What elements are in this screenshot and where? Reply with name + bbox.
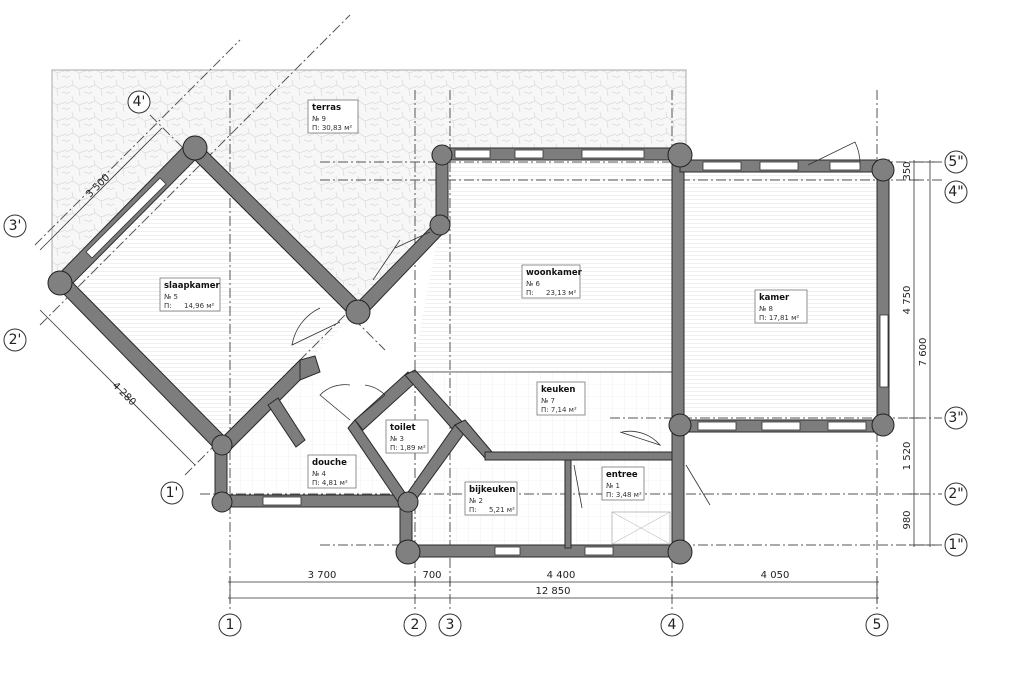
svg-text:toilet: toilet (390, 423, 416, 433)
dim-right-3: 1 520 (902, 442, 913, 471)
axis-bubble-3p: 3' (3, 214, 27, 238)
column (667, 142, 693, 168)
dim-bottom-2: 700 (422, 570, 441, 581)
dim-bottom-total: 12 850 (536, 586, 571, 597)
axis-bubble-4: 4 (660, 613, 684, 637)
svg-text:2": 2" (948, 486, 963, 502)
label-keuken: keuken № 7 П: 7,14 м² (536, 381, 586, 416)
label-terras: terras № 9 П: 30,83 м² (307, 99, 359, 134)
svg-text:П: 17,81 м²: П: 17,81 м² (759, 314, 799, 322)
svg-text:№ 2: № 2 (469, 497, 483, 505)
svg-text:4: 4 (668, 617, 677, 633)
svg-text:5: 5 (873, 617, 882, 633)
axis-bubble-5: 5 (865, 613, 889, 637)
svg-text:№ 7: № 7 (541, 397, 555, 405)
svg-text:douche: douche (312, 458, 347, 468)
svg-text:bijkeuken: bijkeuken (469, 485, 515, 495)
svg-text:entree: entree (606, 470, 638, 480)
label-kamer: kamer № 8 П: 17,81 м² (754, 289, 808, 324)
svg-text:5": 5" (948, 154, 963, 170)
svg-text:П: 3,48 м²: П: 3,48 м² (606, 491, 642, 499)
axis-bubble-3: 3 (438, 613, 462, 637)
column (871, 413, 895, 437)
axis-bubble-1: 1 (218, 613, 242, 637)
column (182, 135, 208, 161)
dim-bottom-3: 4 400 (547, 570, 576, 581)
label-slaapkamer: slaapkamer № 5 П: 14,96 м² (159, 277, 221, 312)
svg-text:slaapkamer: slaapkamer (164, 281, 221, 291)
svg-text:П:: П: (526, 289, 534, 297)
svg-text:1: 1 (226, 617, 235, 633)
svg-text:23,13 м²: 23,13 м² (546, 289, 577, 297)
axis-bubble-2: 2 (403, 613, 427, 637)
svg-text:№ 9: № 9 (312, 115, 326, 123)
svg-text:№ 6: № 6 (526, 280, 541, 288)
column (395, 539, 421, 565)
column (431, 144, 453, 166)
label-bijkeuken: bijkeuken № 2 П: 5,21 м² (464, 481, 518, 516)
svg-text:1": 1" (948, 537, 963, 553)
axis-bubble-3pp: 3" (944, 406, 968, 430)
svg-text:5,21 м²: 5,21 м² (489, 506, 515, 514)
svg-text:П: 1,89 м²: П: 1,89 м² (390, 444, 426, 452)
dim-bottom-4: 4 050 (761, 570, 790, 581)
label-entree: entree № 1 П: 3,48 м² (601, 466, 645, 501)
svg-text:3": 3" (948, 410, 963, 426)
label-toilet: toilet № 3 П: 1,89 м² (385, 419, 429, 454)
svg-text:woonkamer: woonkamer (526, 268, 583, 278)
label-douche: douche № 4 П: 4,81 м² (307, 454, 357, 489)
column (211, 434, 233, 456)
svg-text:1': 1' (166, 485, 179, 501)
svg-text:2': 2' (9, 332, 22, 348)
axis-bubble-4p: 4' (127, 90, 151, 114)
svg-text:№ 1: № 1 (606, 482, 620, 490)
svg-text:№ 3: № 3 (390, 435, 404, 443)
svg-text:2: 2 (411, 617, 420, 633)
svg-text:14,96 м²: 14,96 м² (184, 302, 215, 310)
column (211, 491, 233, 513)
svg-text:П: 4,81 м²: П: 4,81 м² (312, 479, 348, 487)
axis-bubble-1pp: 1" (944, 533, 968, 557)
svg-text:П:: П: (164, 302, 172, 310)
svg-text:3: 3 (446, 617, 455, 633)
svg-text:3': 3' (9, 218, 22, 234)
svg-text:kamer: kamer (759, 293, 790, 303)
column (429, 214, 451, 236)
dim-diag-left: 4 280 (110, 380, 138, 408)
svg-text:4": 4" (948, 184, 963, 200)
column (397, 491, 419, 513)
svg-text:№ 4: № 4 (312, 470, 327, 478)
svg-text:keuken: keuken (541, 385, 575, 395)
column (667, 539, 693, 565)
column (47, 270, 73, 296)
svg-text:П: 30,83 м²: П: 30,83 м² (312, 124, 352, 132)
dim-right-total: 7 600 (918, 338, 929, 367)
entree-floor (570, 460, 680, 548)
svg-text:terras: terras (312, 103, 341, 113)
axis-bubble-1p: 1' (160, 481, 184, 505)
svg-text:П:: П: (469, 506, 477, 514)
axis-bubble-2p: 2' (3, 328, 27, 352)
dim-right-2: 4 750 (902, 286, 913, 315)
column (668, 413, 692, 437)
svg-text:П: 7,14 м²: П: 7,14 м² (541, 406, 577, 414)
axis-bubble-4pp: 4" (944, 180, 968, 204)
dim-right-1: 350 (902, 161, 913, 180)
column (871, 158, 895, 182)
dim-right-4: 980 (902, 510, 913, 529)
dim-bottom-1: 3 700 (308, 570, 337, 581)
svg-text:№ 8: № 8 (759, 305, 773, 313)
svg-text:4': 4' (133, 94, 146, 110)
label-woonkamer: woonkamer № 6 П: 23,13 м² (521, 264, 583, 299)
column (345, 299, 371, 325)
axis-bubble-2pp: 2" (944, 482, 968, 506)
svg-text:№ 5: № 5 (164, 293, 178, 301)
axis-bubble-5pp: 5" (944, 150, 968, 174)
